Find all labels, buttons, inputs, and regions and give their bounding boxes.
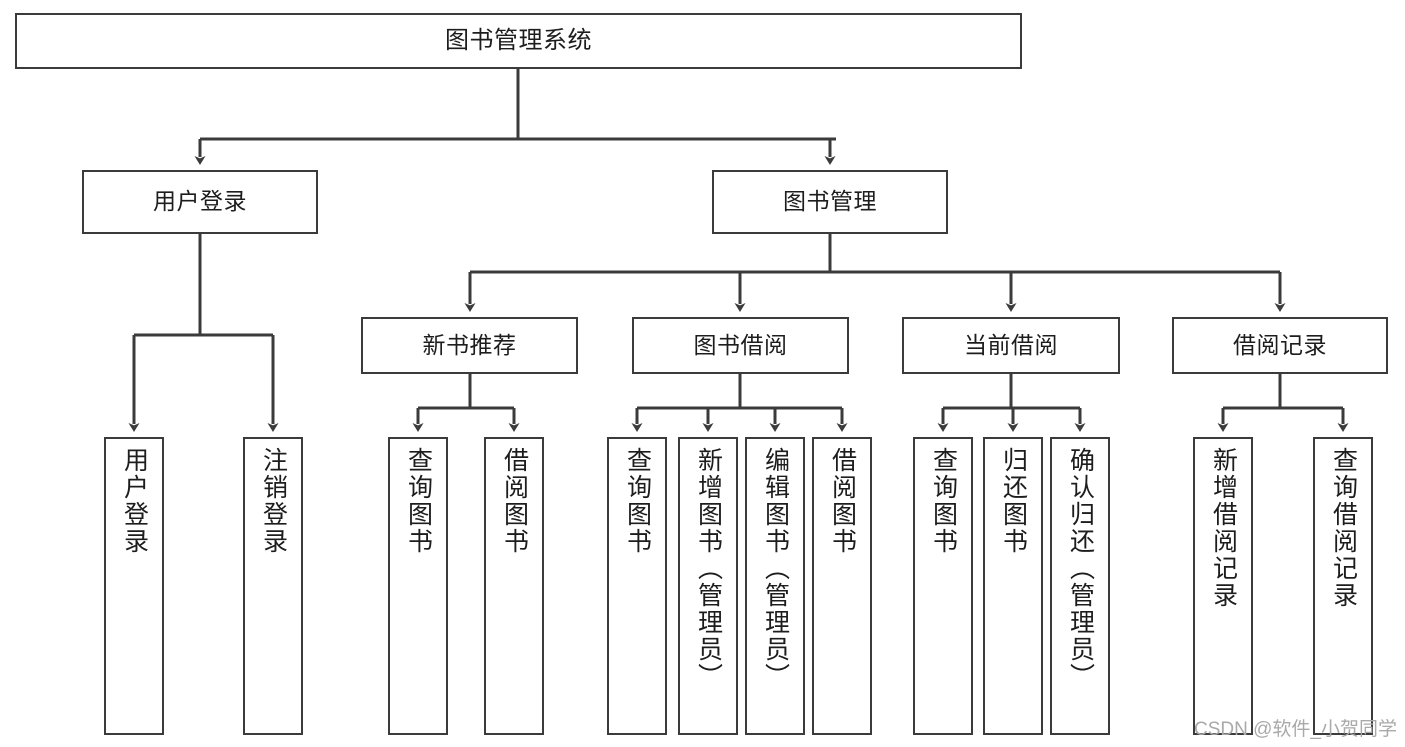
node-leaf-user-login[interactable]: 用户登录	[104, 437, 164, 735]
node-leaf-borrow-book-1[interactable]: 借阅图书	[484, 437, 544, 735]
node-leaf-edit-book[interactable]: 编辑图书（管理员）	[745, 437, 805, 735]
node-user-login-label: 用户登录	[153, 188, 247, 215]
node-leaf-add-book-label: 新增图书（管理员）	[694, 447, 723, 690]
node-leaf-borrow-book-2[interactable]: 借阅图书	[812, 437, 872, 735]
node-new-book-rec-label: 新书推荐	[422, 331, 517, 358]
node-leaf-borrow-book-2-label: 借阅图书	[828, 447, 857, 555]
node-leaf-query-book-2-label: 查询图书	[623, 447, 652, 555]
node-user-login[interactable]: 用户登录	[82, 170, 318, 234]
node-leaf-query-book-2[interactable]: 查询图书	[607, 437, 667, 735]
node-leaf-return-book-label: 归还图书	[999, 447, 1028, 555]
node-leaf-query-book-1-label: 查询图书	[404, 447, 433, 555]
node-root[interactable]: 图书管理系统	[15, 13, 1022, 69]
node-current-borrow-label: 当前借阅	[964, 331, 1058, 358]
node-leaf-logout-label: 注销登录	[259, 447, 288, 555]
node-leaf-edit-book-label: 编辑图书（管理员）	[761, 447, 790, 690]
node-book-manage-label: 图书管理	[783, 188, 877, 215]
node-root-label: 图书管理系统	[445, 26, 592, 54]
node-leaf-query-record[interactable]: 查询借阅记录	[1313, 437, 1373, 735]
node-leaf-return-book[interactable]: 归还图书	[983, 437, 1043, 735]
node-leaf-query-book-1[interactable]: 查询图书	[388, 437, 448, 735]
node-leaf-confirm-return-label: 确认归还（管理员）	[1066, 447, 1095, 690]
node-borrow-record[interactable]: 借阅记录	[1172, 317, 1388, 374]
node-current-borrow[interactable]: 当前借阅	[902, 317, 1120, 374]
node-leaf-query-book-3-label: 查询图书	[929, 447, 958, 555]
node-new-book-rec[interactable]: 新书推荐	[361, 317, 578, 374]
node-leaf-user-login-label: 用户登录	[120, 447, 149, 555]
node-leaf-logout[interactable]: 注销登录	[243, 437, 303, 735]
node-leaf-add-record[interactable]: 新增借阅记录	[1193, 437, 1253, 735]
node-book-borrow[interactable]: 图书借阅	[632, 317, 849, 374]
node-leaf-query-record-label: 查询借阅记录	[1329, 447, 1358, 609]
node-borrow-record-label: 借阅记录	[1233, 331, 1327, 358]
node-leaf-query-book-3[interactable]: 查询图书	[913, 437, 973, 735]
node-leaf-add-book[interactable]: 新增图书（管理员）	[678, 437, 738, 735]
node-book-manage[interactable]: 图书管理	[712, 170, 948, 234]
node-leaf-borrow-book-1-label: 借阅图书	[500, 447, 529, 555]
node-leaf-add-record-label: 新增借阅记录	[1209, 447, 1238, 609]
node-leaf-confirm-return[interactable]: 确认归还（管理员）	[1050, 437, 1110, 735]
node-book-borrow-label: 图书借阅	[693, 331, 788, 358]
